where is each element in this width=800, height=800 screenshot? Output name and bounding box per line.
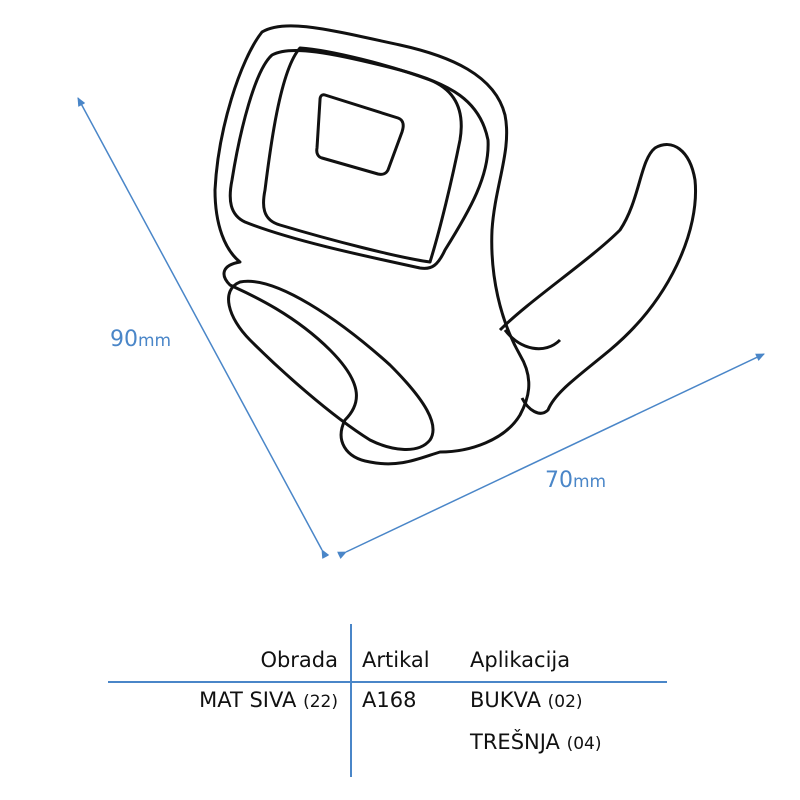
finish-name: MAT SIVA (199, 688, 297, 712)
height-dimension-label: 90mm (110, 327, 171, 352)
width-dimension-line (337, 353, 765, 560)
width-dimension-label: 70mm (545, 468, 606, 493)
width-value: 70 (545, 468, 573, 493)
hook-prong-inner (503, 329, 562, 351)
height-unit: mm (138, 331, 172, 351)
finish-value: MAT SIVA (22) (199, 688, 338, 712)
application-item: TREŠNJA (04) (470, 730, 602, 754)
header-application: Aplikacija (470, 648, 571, 672)
hook-logo-recess (315, 93, 405, 176)
hook-body-outline (213, 24, 531, 466)
header-article: Artikal (362, 648, 430, 672)
height-value: 90 (110, 327, 138, 352)
application-code: (04) (566, 734, 602, 754)
application-name: BUKVA (470, 688, 541, 712)
article-value: A168 (362, 688, 417, 712)
application-name: TREŠNJA (470, 730, 560, 754)
hook-lower-lobe (227, 279, 435, 451)
height-dimension-line (77, 97, 330, 559)
application-code: (02) (547, 692, 583, 712)
hook-prong (498, 143, 698, 415)
finish-code: (22) (303, 692, 338, 712)
application-item: BUKVA (02) (470, 688, 583, 712)
width-unit: mm (573, 472, 607, 492)
header-finish: Obrada (260, 648, 338, 672)
hook-face-panel (262, 46, 463, 264)
